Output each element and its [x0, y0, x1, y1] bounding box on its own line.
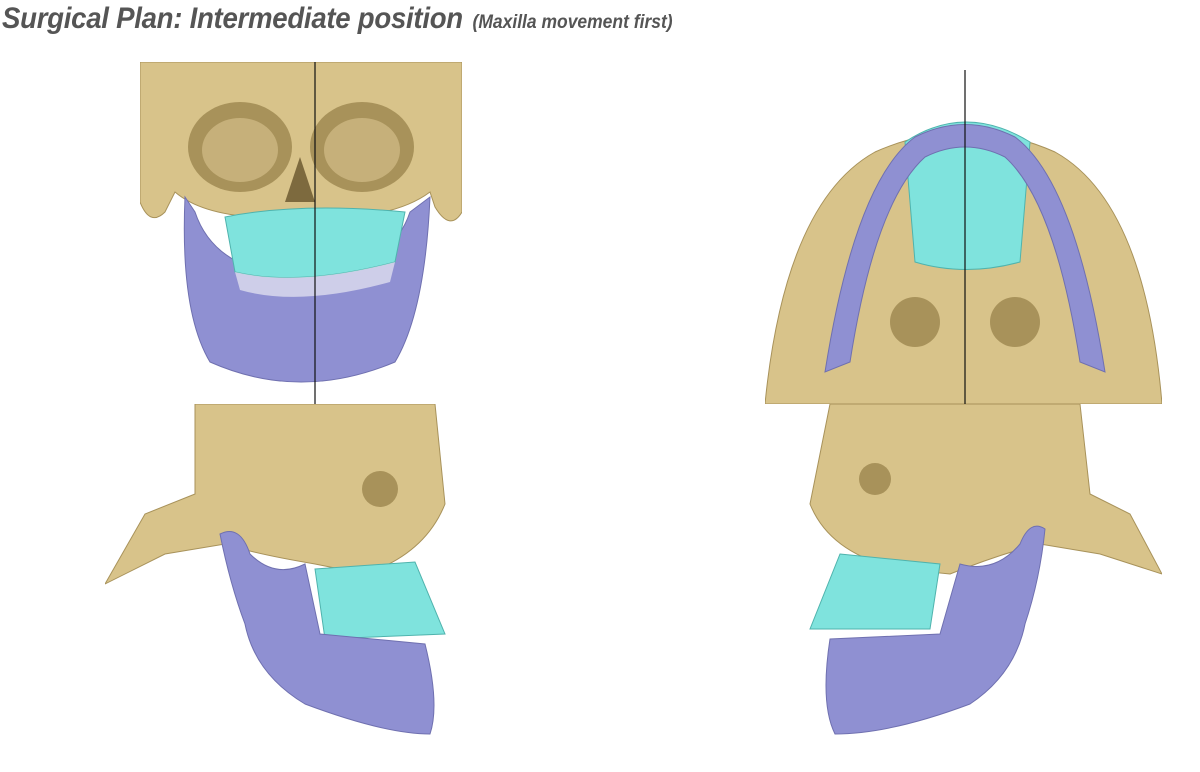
inferior-view — [765, 62, 1162, 404]
frontal-view — [140, 62, 462, 404]
right-lateral-view — [105, 404, 450, 740]
slide-title: Surgical Plan: Intermediate position (Ma… — [2, 2, 673, 36]
title-subtitle: (Maxilla movement first) — [472, 12, 673, 33]
title-main: Surgical Plan: Intermediate position — [2, 2, 463, 35]
left-lateral-view — [800, 404, 1162, 740]
